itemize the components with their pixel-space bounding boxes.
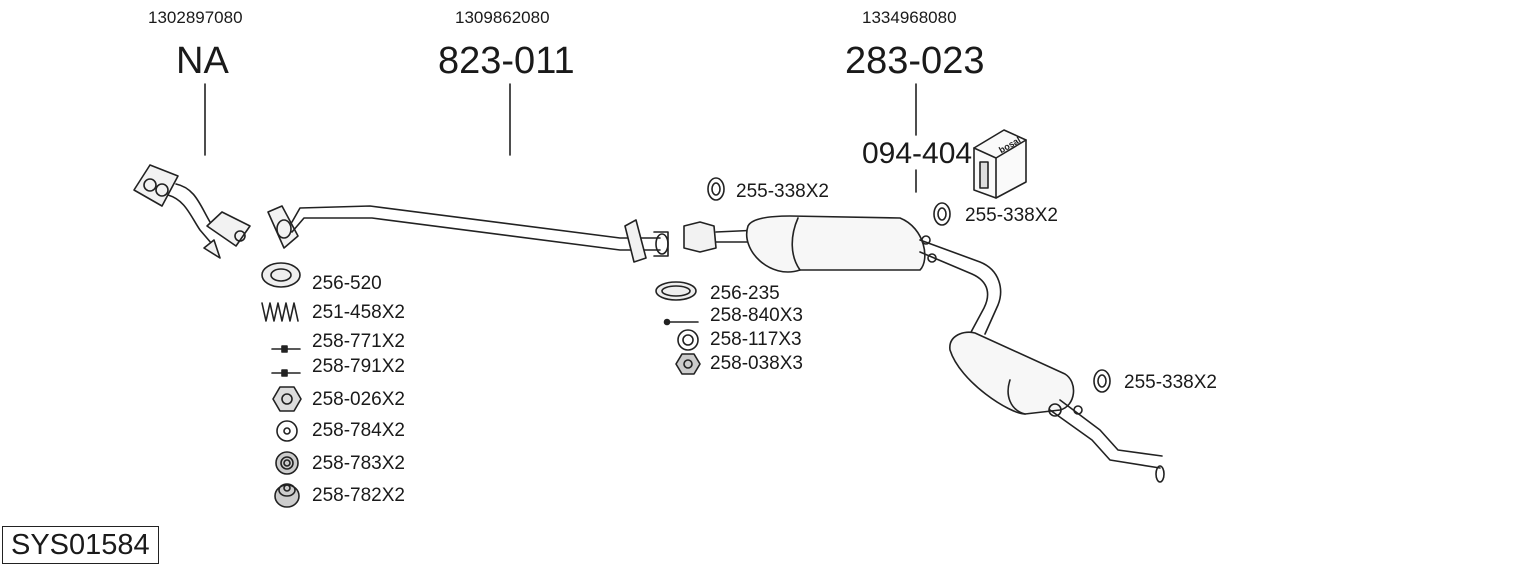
group2-part-number: 823-011 xyxy=(438,40,575,82)
part-code: 256-520 xyxy=(312,273,382,294)
system-code-label: SYS01584 xyxy=(2,526,159,564)
part-code: 258-784X2 xyxy=(312,420,405,441)
part-code: 258-783X2 xyxy=(312,453,405,474)
group3-part-number: 283-023 xyxy=(845,40,985,82)
part-code: 258-840X3 xyxy=(710,305,803,326)
oem-number-group2: 1309862080 xyxy=(455,8,550,27)
bosal-box-icon xyxy=(973,129,1027,199)
hanger-ring-icon xyxy=(707,177,1111,393)
part-code: 258-117X3 xyxy=(710,329,802,350)
hanger-code: 255-338X2 xyxy=(965,205,1058,226)
catalyst-part-number: 094-404 xyxy=(862,137,973,170)
parts-left-icons xyxy=(261,262,302,508)
rear-silencer xyxy=(949,331,1165,483)
parts-middle-icons xyxy=(655,281,701,375)
hanger-code: 255-338X2 xyxy=(1124,372,1217,393)
part-code: 251-458X2 xyxy=(312,302,405,323)
oem-number-group3: 1334968080 xyxy=(862,8,957,27)
middle-pipe xyxy=(267,205,669,263)
part-code: 258-026X2 xyxy=(312,389,405,410)
part-code: 256-235 xyxy=(710,283,780,304)
part-code: 258-791X2 xyxy=(312,356,405,377)
part-code: 258-782X2 xyxy=(312,485,405,506)
group1-part-number: NA xyxy=(176,40,229,82)
hanger-code: 255-338X2 xyxy=(736,181,829,202)
part-code: 258-771X2 xyxy=(312,331,405,352)
part-code: 258-038X3 xyxy=(710,353,803,374)
oem-number-group1: 1302897080 xyxy=(148,8,243,27)
front-pipe xyxy=(133,164,251,259)
front-silencer xyxy=(683,215,1002,335)
